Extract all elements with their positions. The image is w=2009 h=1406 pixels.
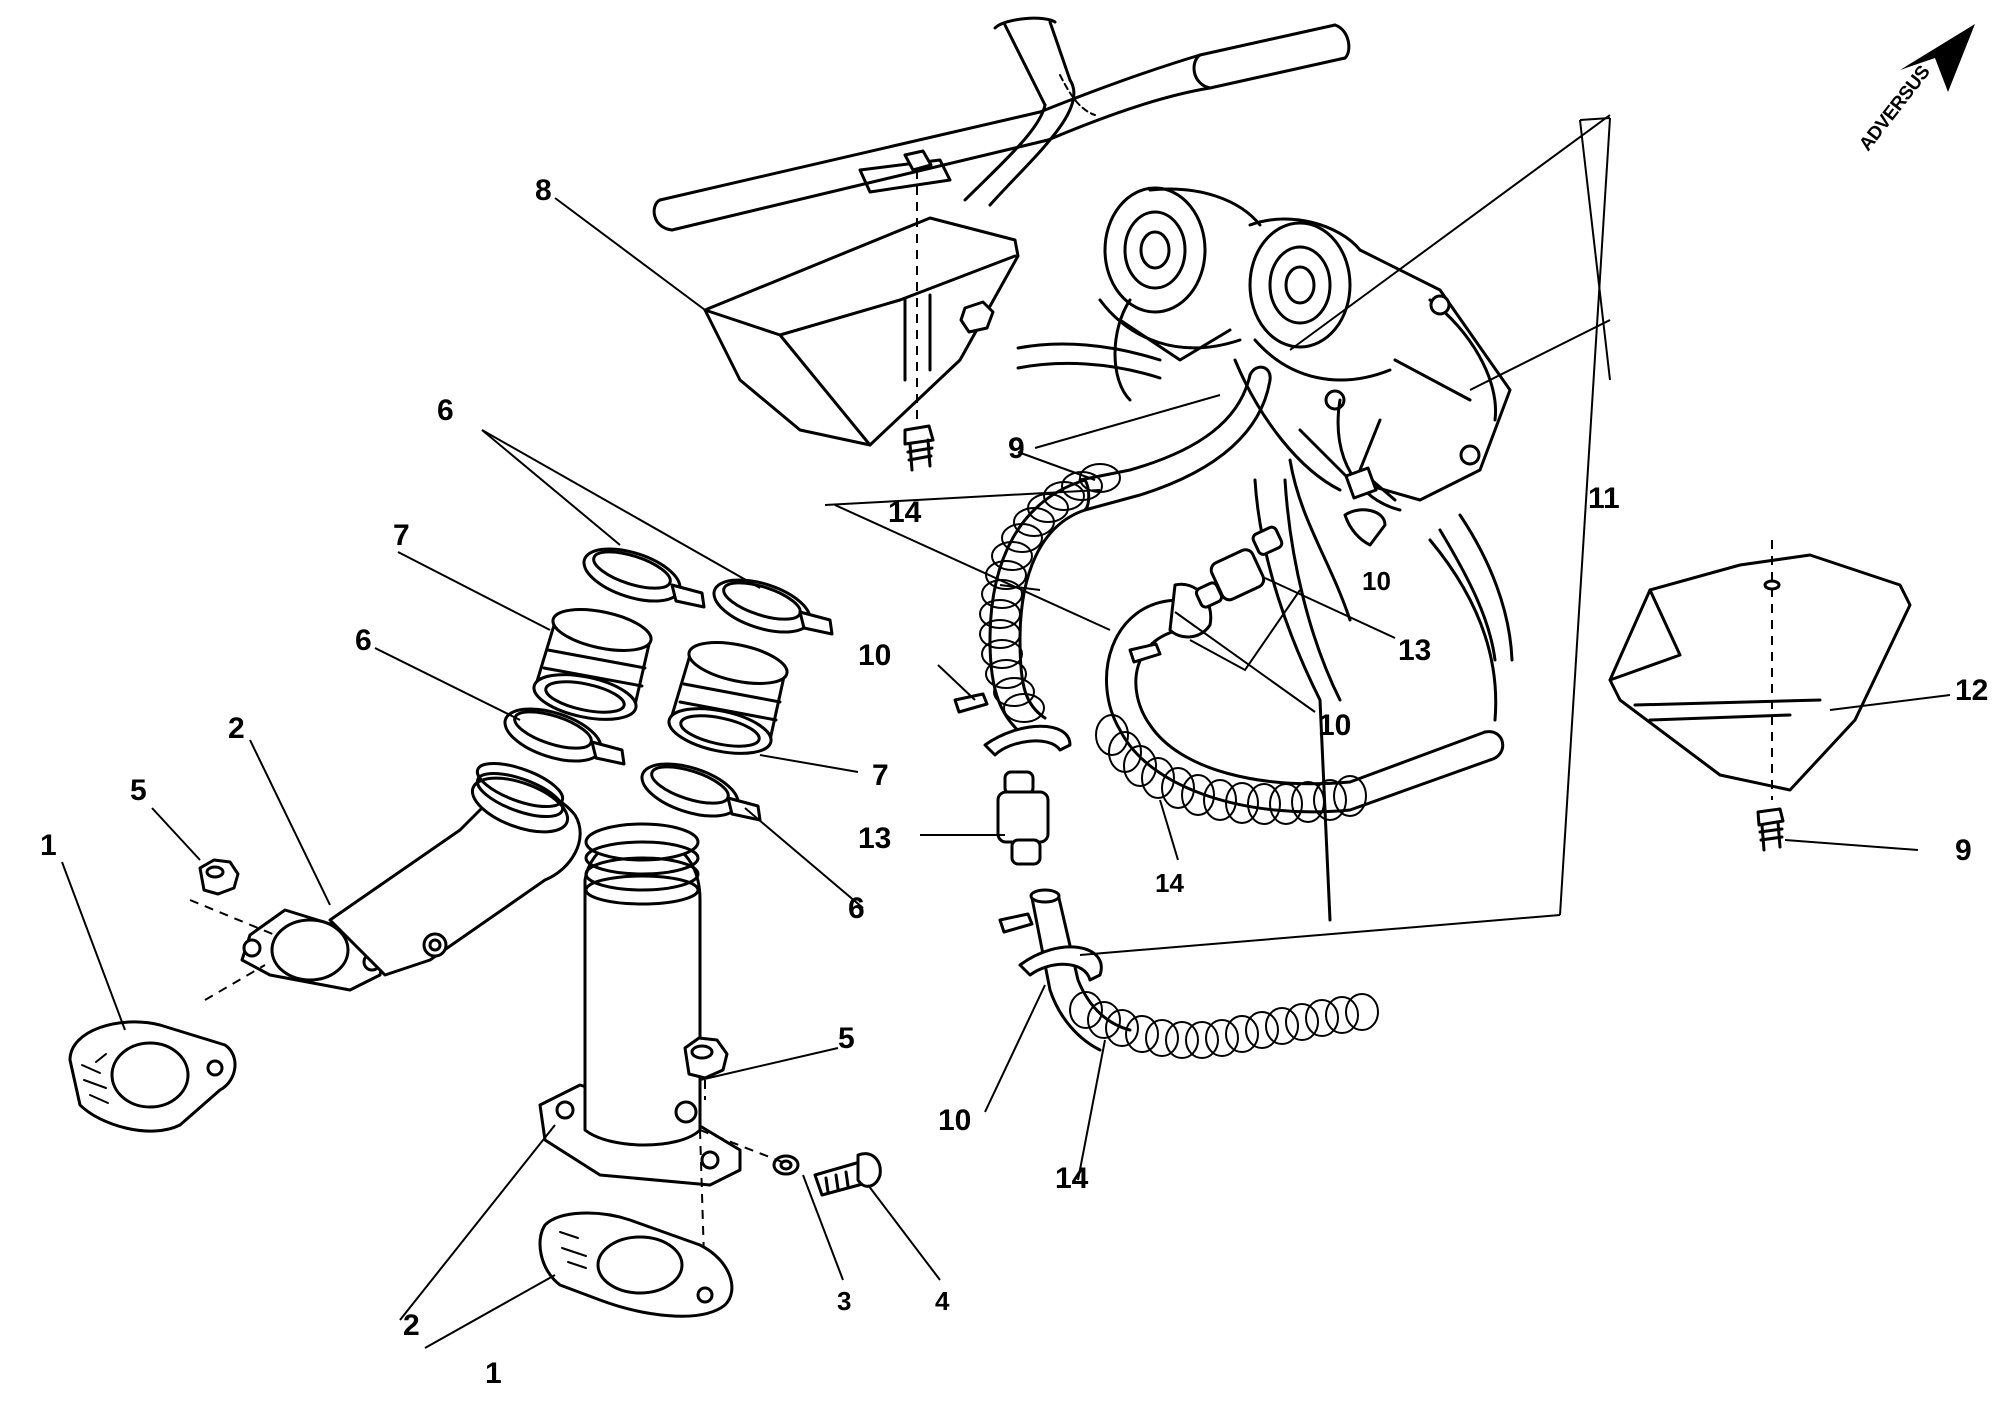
callout-14: 14	[888, 496, 922, 529]
callout-12: 12	[1955, 674, 1988, 707]
callout-11: 11	[1588, 482, 1620, 515]
brand-text: ADVERSUS	[1855, 62, 1934, 155]
callout-1: 1	[485, 1357, 502, 1390]
leader-lines	[61, 114, 1951, 1349]
hose-clip-10-carb	[1343, 508, 1387, 547]
callout-2: 2	[403, 1309, 420, 1342]
spring-hose-14-lower	[998, 888, 1379, 1059]
callout-14: 14	[1055, 1162, 1089, 1195]
nut-5-left	[189, 858, 276, 936]
callout-10: 10	[858, 639, 891, 672]
callout-6: 6	[355, 624, 372, 657]
frame-tube	[652, 16, 1351, 232]
callout-1: 1	[40, 829, 57, 862]
callout-13: 13	[1398, 634, 1431, 667]
gasket-1-lower	[538, 1211, 734, 1318]
breather-hose-upper	[1078, 365, 1272, 512]
spring-hose-14-right	[1095, 525, 1505, 825]
callout-5: 5	[130, 774, 147, 807]
callout-8: 8	[535, 174, 552, 207]
callout-10: 10	[1318, 709, 1351, 742]
callout-10: 10	[1362, 566, 1391, 596]
screw-9-left	[903, 424, 935, 472]
inline-filter-13-left	[996, 770, 1050, 866]
nut-5-lower	[683, 1036, 729, 1100]
callout-3: 3	[837, 1286, 851, 1316]
callout-9: 9	[1955, 834, 1972, 867]
north-arrow-icon	[1900, 24, 1975, 92]
callout-10: 10	[938, 1104, 971, 1137]
rubber-couplers-7	[532, 608, 789, 755]
carburetor-assembly	[1016, 186, 1514, 922]
cover-plate-12	[1608, 540, 1912, 800]
intake-manifold-2-left	[240, 761, 582, 992]
washer-3	[772, 1154, 800, 1176]
screw-4	[813, 1152, 882, 1197]
cover-plate-8	[703, 170, 1020, 447]
callout-6: 6	[848, 892, 865, 925]
callout-7: 7	[872, 759, 889, 792]
callout-7: 7	[393, 519, 410, 552]
gasket-1-left	[68, 1020, 237, 1133]
hose-clamps-6	[503, 547, 834, 822]
callout-13: 13	[858, 822, 891, 855]
callout-4: 4	[935, 1286, 950, 1316]
callout-2: 2	[228, 712, 245, 745]
spring-hose-14-left	[953, 463, 1121, 757]
callout-9: 9	[1008, 432, 1025, 465]
callout-6: 6	[437, 394, 454, 427]
screw-9-right	[1756, 807, 1785, 852]
callout-labels: 1 1 2 2 3 4 5 5 6 6 6 7 7 8 9 9 10 10 10…	[40, 174, 1988, 1390]
callout-5: 5	[838, 1022, 855, 1055]
callout-14: 14	[1155, 868, 1184, 898]
brand-mark: ADVERSUS	[1855, 24, 1975, 155]
